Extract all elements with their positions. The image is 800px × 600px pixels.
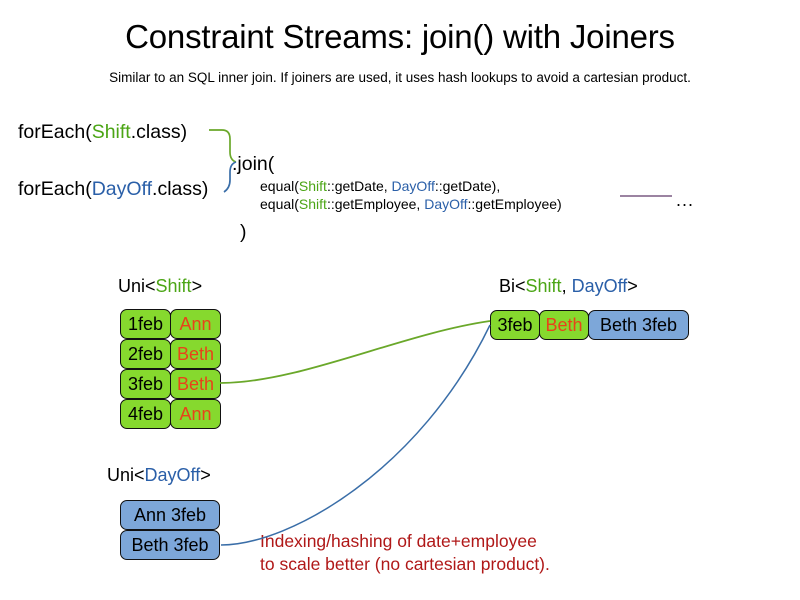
joiner-employee-fn: equal(: [260, 196, 299, 212]
bi-label-prefix: Bi<: [499, 276, 526, 296]
dayoff-fact-row: Ann 3feb: [120, 500, 220, 530]
foreach-dayoff-suffix: .class): [152, 178, 209, 200]
code-join-open: .join(: [232, 153, 275, 175]
bi-dayoff-cell: Beth 3feb: [588, 310, 689, 340]
code-ellipsis: ...: [676, 190, 695, 210]
joiner-date-right-ref: ::getDate),: [434, 178, 501, 194]
joiner-employee-right-ref: ::getEmployee): [467, 196, 562, 212]
annotation-line-2: to scale better (no cartesian product).: [260, 554, 550, 574]
annotation-line-1: Indexing/hashing of date+employee: [260, 531, 537, 551]
foreach-dayoff-type: DayOff: [91, 178, 153, 200]
annotation-note: Indexing/hashing of date+employee to scal…: [260, 530, 550, 576]
connector-shift-to-bi: [219, 320, 491, 384]
code-foreach-shift: forEach(Shift.class): [18, 121, 187, 144]
joiner-employee-left-type: Shift: [298, 196, 327, 212]
shift-employee-cell: Ann: [170, 399, 221, 429]
bi-label-sep: ,: [561, 276, 572, 296]
connector-dayoff-to-bi: [220, 324, 491, 546]
code-join-close: ): [240, 221, 247, 243]
shift-date-cell: 4feb: [120, 399, 171, 429]
foreach-shift-type: Shift: [91, 121, 131, 143]
bi-shift-date-cell: 3feb: [490, 310, 540, 340]
bi-shift-employee-cell: Beth: [539, 310, 589, 340]
uni-dayoff-label-type: DayOff: [144, 465, 201, 485]
label-bi-stream: Bi<Shift, DayOff>: [499, 276, 638, 297]
foreach-shift-suffix: .class): [130, 121, 188, 143]
shift-date-cell: 2feb: [120, 339, 171, 369]
uni-shift-label-suffix: >: [191, 276, 203, 296]
shift-employee-cell: Ann: [170, 309, 221, 339]
label-uni-dayoff: Uni<DayOff>: [107, 465, 211, 486]
joiner-date-right-type: DayOff: [391, 178, 435, 194]
page-title: Constraint Streams: join() with Joiners: [125, 18, 675, 55]
uni-dayoff-label-suffix: >: [200, 465, 211, 485]
shift-fact-row: 3feb Beth: [120, 369, 221, 399]
dayoff-fact-row: Beth 3feb: [120, 530, 220, 560]
uni-shift-label-type: Shift: [155, 276, 192, 296]
code-foreach-dayoff: forEach(DayOff.class): [18, 178, 208, 201]
shift-date-cell: 3feb: [120, 369, 171, 399]
joiner-employee-right-type: DayOff: [424, 196, 468, 212]
bi-label-suffix: >: [627, 276, 638, 296]
joiner-date-fn: equal(: [260, 178, 299, 194]
joiner-date-left-ref: ::getDate,: [326, 178, 392, 194]
joiner-employee-left-ref: ::getEmployee,: [326, 196, 425, 212]
bi-fact-row: 3feb Beth Beth 3feb: [490, 310, 689, 340]
shift-employee-cell: Beth: [170, 339, 221, 369]
bi-label-type-a: Shift: [525, 276, 562, 296]
shift-fact-row: 4feb Ann: [120, 399, 221, 429]
label-uni-shift: Uni<Shift>: [118, 276, 202, 297]
shift-date-cell: 1feb: [120, 309, 171, 339]
page-subtitle: Similar to an SQL inner join. If joiners…: [109, 70, 691, 85]
bi-label-type-b: DayOff: [571, 276, 628, 296]
joiner-date-left-type: Shift: [298, 178, 327, 194]
shift-employee-cell: Beth: [170, 369, 221, 399]
code-joiner-date: equal(Shift::getDate, DayOff::getDate),: [260, 178, 500, 194]
uni-dayoff-label-prefix: Uni<: [107, 465, 145, 485]
dayoff-pair-cell: Beth 3feb: [120, 530, 220, 560]
shift-fact-row: 2feb Beth: [120, 339, 221, 369]
code-joiner-employee: equal(Shift::getEmployee, DayOff::getEmp…: [260, 196, 562, 212]
shift-fact-row: 1feb Ann: [120, 309, 221, 339]
uni-shift-label-prefix: Uni<: [118, 276, 156, 296]
foreach-shift-prefix: forEach(: [18, 121, 92, 143]
dayoff-pair-cell: Ann 3feb: [120, 500, 220, 530]
foreach-dayoff-prefix: forEach(: [18, 178, 92, 200]
